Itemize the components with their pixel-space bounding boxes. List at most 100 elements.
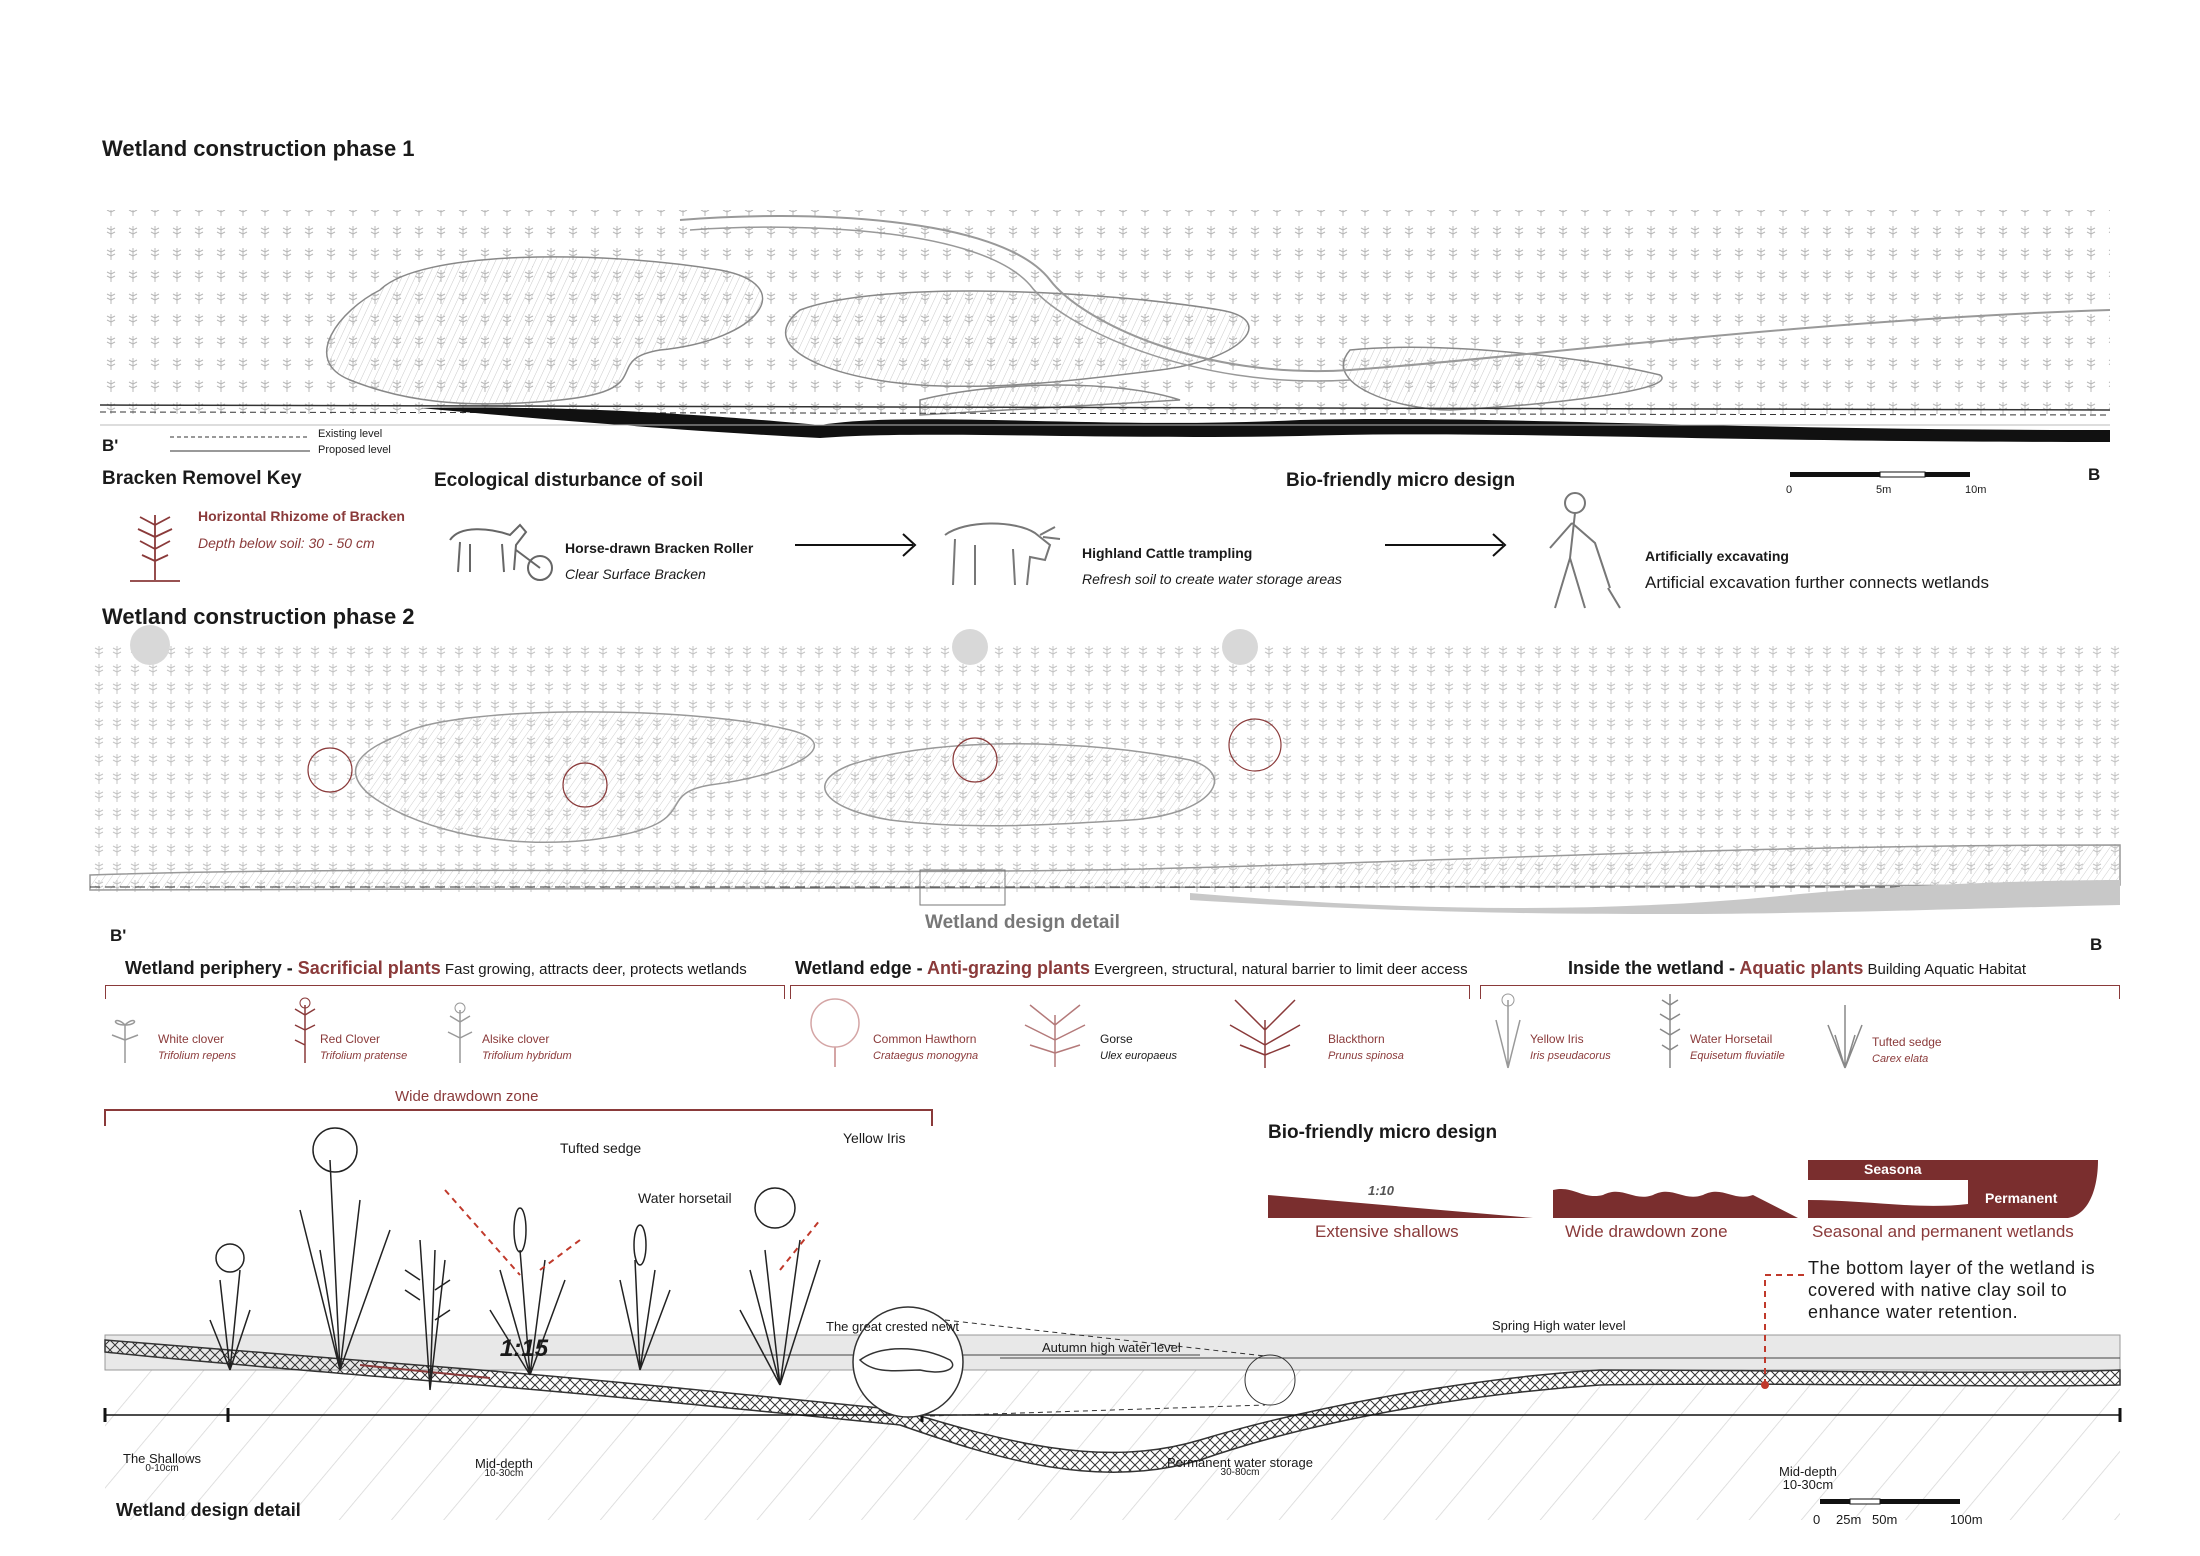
zone-mid-depth: Mid-depth 10-30cm [475,1456,533,1479]
legend-proposed-label: Proposed level [318,444,391,456]
highland-cattle-icon [944,522,1061,586]
autumn-level-label: Autumn high water level [1042,1340,1181,1355]
plant-name: Tufted sedge [1872,1035,1942,1049]
periphery-bracket [105,985,785,999]
wetland-detail-section [103,1127,2122,1520]
phase1-b: B [2088,465,2101,484]
tufted-sedge-label: Tufted sedge [560,1140,642,1156]
wetland-lobe [824,743,1216,827]
horse-roller-desc: Clear Surface Bracken [565,566,706,582]
inside-lead: Inside the wetland - [1568,958,1740,978]
detail-scale-0: 0 [1813,1512,1821,1527]
edge-bracket [790,985,1470,999]
horse-roller-icon [449,523,553,581]
phase1-scale-bar [1790,471,1970,478]
gorse-icon [1024,1004,1086,1067]
phase2-title: Wetland construction phase 2 [102,604,415,629]
plant-name: Gorse [1100,1032,1133,1046]
rhizome-depth: Depth below soil: 30 - 50 cm [198,535,375,551]
arrow-right-icon [795,533,917,557]
phase1-section-drawing [99,200,2111,450]
periphery-heading: Wetland periphery - Sacrificial plants F… [125,958,747,979]
yellow-iris-icon [1495,993,1521,1069]
plant-name: White clover [158,1032,225,1046]
rhizome-title: Horizontal Rhizome of Bracken [198,508,405,524]
blackthorn-icon [1229,999,1301,1068]
plant-name: Water Horsetail [1690,1032,1773,1046]
clay-note: The bottom layer of the wetland is cover… [1808,1258,2096,1322]
wetland-lobe [784,290,1250,388]
plant-latin: Trifolium hybridum [482,1050,572,1062]
plant-name: Red Clover [320,1032,381,1046]
zone-name: The Shallows [123,1451,202,1466]
digging-person-icon [1549,492,1621,609]
inside-heading: Inside the wetland - Aquatic plants Buil… [1568,958,2026,979]
zone-depth: 0-10cm [145,1463,179,1474]
alsike-clover-icon [447,1002,473,1063]
detail-scale-50m: 50m [1872,1512,1898,1527]
periphery-desc: Fast growing, attracts deer, protects we… [440,961,747,978]
edge-desc: Evergreen, structural, natural barrier t… [1090,961,1468,978]
zone-name: Mid-depth [475,1456,533,1471]
zone-shallows: The Shallows 0-10cm [123,1451,201,1474]
seasonal-tag: Seasona [1864,1161,1922,1177]
micro1-title: Bio-friendly micro design [1286,470,1516,491]
disturbance-title: Ecological disturbance of soil [434,470,704,491]
red-clover-icon [294,997,316,1063]
yellow-iris-label: Yellow Iris [843,1130,906,1146]
phase2-section-drawing [89,625,2121,925]
horse-roller-title: Horse-drawn Bracken Roller [565,540,754,556]
phase1-scale-5m: 5m [1876,484,1892,496]
phase2-b: B [2090,935,2103,954]
micro-slope-label: 1:10 [1368,1183,1395,1198]
aquatic-plants-illustration [209,1127,821,1391]
extensive-label: Extensive shallows [1315,1222,1459,1241]
edge-highlight: Anti-grazing plants [927,958,1091,978]
wetland-lobe [326,256,764,405]
plant-latin: Trifolium pratense [320,1050,408,1062]
arrow-right-icon [1385,533,1507,557]
detail-scale-100m: 100m [1950,1512,1983,1527]
plant-latin: Crataegus monogyna [873,1050,979,1062]
zone-name: Permanent water storage [1167,1455,1313,1470]
plant-name: Blackthorn [1328,1032,1385,1046]
bracken-rhizome-icon [130,515,180,582]
wide-drawdown-bracket [104,1109,933,1126]
phase1-landscape [99,210,2111,442]
inside-highlight: Aquatic plants [1739,958,1864,978]
phase1-scale-10m: 10m [1965,484,1987,496]
phase2-landscape [89,625,2121,915]
phase1-scale-0: 0 [1786,484,1793,496]
slope-label: 1:15 [500,1335,549,1362]
zone-depth: 10-30cm [1782,1477,1834,1492]
edge-lead: Wetland edge - [795,958,928,978]
inside-bracket [1480,985,2120,999]
plant-latin: Iris pseudacorus [1530,1050,1611,1062]
legend-existing-label: Existing level [318,428,383,440]
white-clover-icon [111,1019,139,1063]
phase1-title: Wetland construction phase 1 [102,136,415,161]
water-horsetail-icon [1659,994,1681,1068]
zone-mid-depth-right: Mid-depth 10-30cm [1779,1464,1837,1492]
edge-heading: Wetland edge - Anti-grazing plants Everg… [795,958,1468,979]
wide-label: Wide drawdown zone [1565,1222,1728,1241]
periphery-lead: Wetland periphery - [125,958,298,978]
seasonal-label: Seasonal and permanent wetlands [1812,1222,2074,1241]
newt-label: The great crested newt [826,1319,959,1334]
cattle-desc: Refresh soil to create water storage are… [1082,571,1342,587]
plant-latin: Prunus spinosa [1328,1050,1404,1062]
plant-latin: Carex elata [1872,1053,1929,1065]
plant-latin: Equisetum fluviatile [1690,1050,1785,1062]
phase1-b-prime: B' [102,436,119,455]
periphery-highlight: Sacrificial plants [297,958,441,978]
plant-latin: Ulex europaeus [1100,1050,1178,1062]
level-legend-lines [170,436,310,452]
wetland-lobe [354,711,816,843]
micro2-title: Bio-friendly micro design [1268,1122,1498,1143]
excavate-title: Artificially excavating [1645,548,1789,564]
spring-level-label: Spring High water level [1492,1318,1626,1333]
permanent-tag: Permanent [1985,1190,2058,1206]
tufted-sedge-icon [1827,1005,1863,1069]
hawthorn-icon [810,998,860,1067]
excavate-desc: Artificial excavation further connects w… [1645,573,1989,592]
